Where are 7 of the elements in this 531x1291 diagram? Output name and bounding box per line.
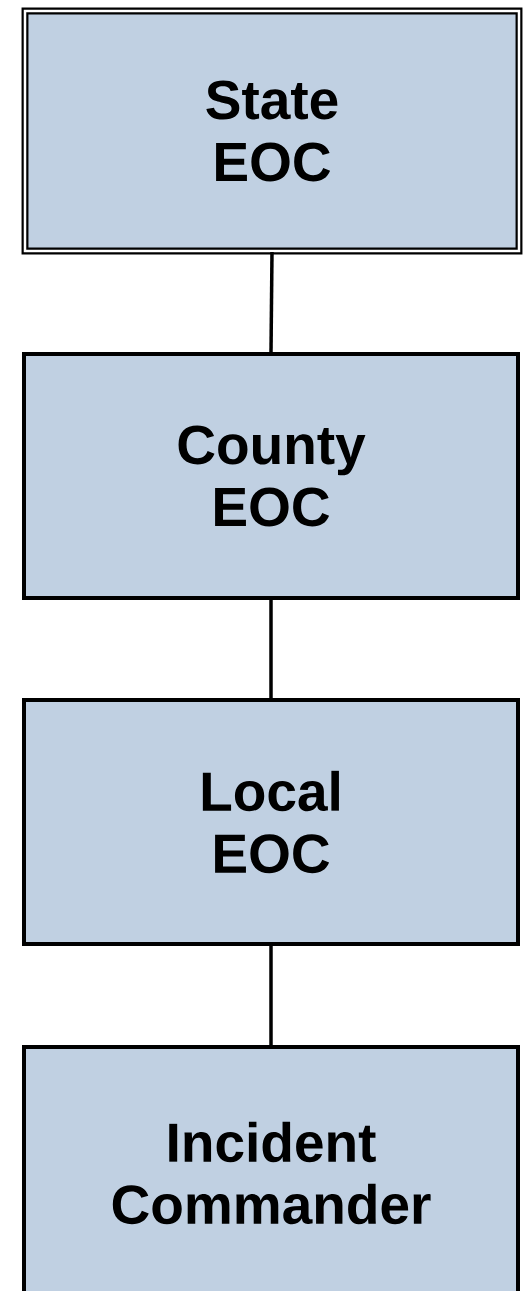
org-box: Incident Commander (22, 1045, 520, 1291)
connector-line (269, 252, 274, 353)
connector-line (269, 946, 273, 1045)
org-box: State EOC (21, 7, 523, 255)
org-box: Local EOC (22, 698, 520, 946)
connector-line (269, 600, 273, 698)
org-box: County EOC (22, 352, 520, 600)
